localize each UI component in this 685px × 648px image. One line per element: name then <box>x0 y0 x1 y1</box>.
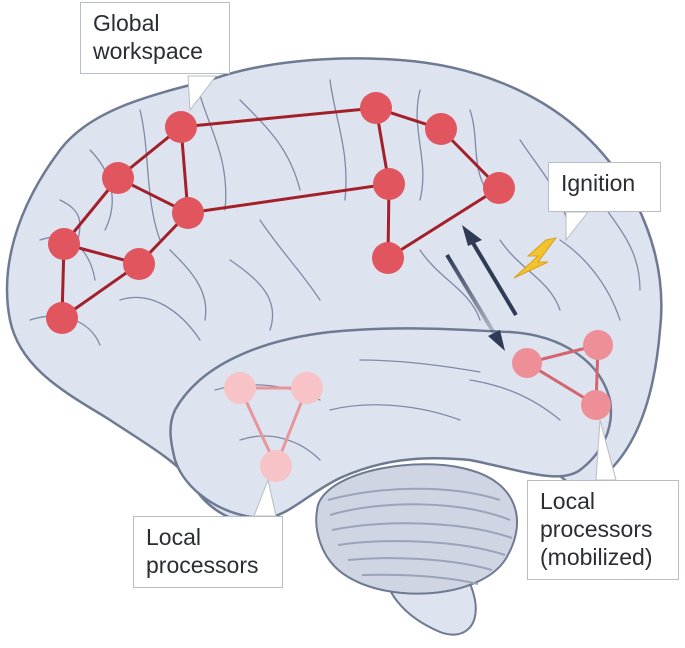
label-global-workspace: Global workspace <box>80 2 230 74</box>
mobilized-node <box>583 330 613 360</box>
workspace-node <box>483 172 515 204</box>
label-ignition-text: Ignition <box>561 170 636 196</box>
local-node <box>291 372 323 404</box>
label-global-workspace-line-1: Global <box>93 10 160 36</box>
cerebellum <box>315 463 519 595</box>
label-local-processors-line-1: Local <box>146 524 201 550</box>
workspace-node <box>102 162 134 194</box>
workspace-node <box>172 197 204 229</box>
label-local-processors: Local processors <box>133 516 283 588</box>
bidirectional-arrow-icon <box>445 225 518 351</box>
mobilized-node <box>581 390 611 420</box>
global-workspace-network <box>46 92 515 334</box>
workspace-node <box>372 242 404 274</box>
workspace-node <box>165 111 197 143</box>
local-node <box>224 372 256 404</box>
mobilized-local-network <box>512 330 613 420</box>
workspace-node <box>373 168 405 200</box>
label-mobilized-line-3: (mobilized) <box>540 544 653 570</box>
label-mobilized-line-1: Local <box>540 488 595 514</box>
lightning-icon <box>513 237 558 279</box>
label-mobilized-line-2: processors <box>540 516 653 542</box>
workspace-node <box>360 92 392 124</box>
workspace-node <box>425 113 457 145</box>
label-local-processors-line-2: processors <box>146 552 259 578</box>
label-local-processors-mobilized: Local processors (mobilized) <box>527 480 679 580</box>
local-node <box>260 450 292 482</box>
mobilized-node <box>512 348 542 378</box>
callout-pointers <box>187 75 617 517</box>
workspace-node <box>46 302 78 334</box>
workspace-node <box>123 248 155 280</box>
workspace-node <box>48 228 80 260</box>
label-ignition: Ignition <box>548 162 661 212</box>
workspace-nodes <box>46 92 515 334</box>
label-global-workspace-line-2: workspace <box>93 38 203 64</box>
local-processors-network <box>224 372 323 482</box>
